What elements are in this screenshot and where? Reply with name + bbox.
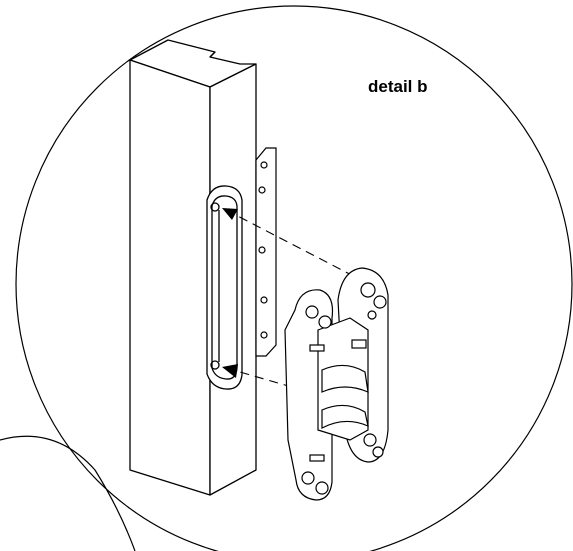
adjacent-detail-circle-arc <box>0 435 136 551</box>
mounting-plate <box>255 147 277 357</box>
upper-arrowhead <box>222 208 238 220</box>
lower-arrowhead <box>222 364 238 378</box>
concealed-hinge <box>284 267 389 501</box>
mortise-slot <box>206 185 243 390</box>
detail-circle <box>15 5 573 551</box>
detail-label: detail b <box>368 77 428 96</box>
